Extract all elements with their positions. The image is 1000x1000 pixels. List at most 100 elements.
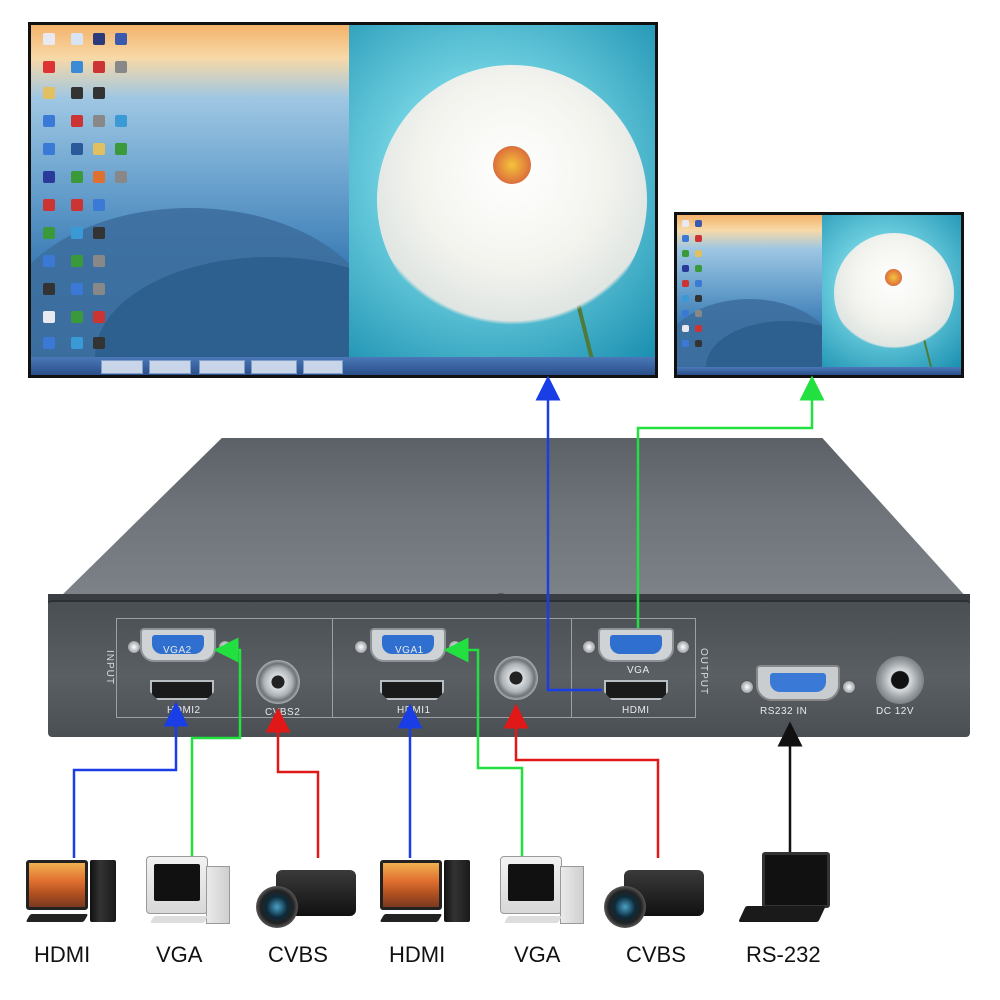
desktop-icon: [43, 283, 55, 295]
desktop-icon: [115, 171, 127, 183]
source-label-cvbs-2: CVBS: [626, 942, 686, 967]
desktop-icon: [93, 283, 105, 295]
camera-lens-icon: [604, 886, 646, 928]
device-chassis-top: [58, 438, 968, 599]
desktop-icon: [71, 115, 83, 127]
keyboard-icon: [379, 914, 443, 922]
desktop-icon: [71, 61, 83, 73]
desktop-icon: [682, 310, 689, 317]
hdmi2-port[interactable]: [150, 680, 214, 700]
desktop-icon: [682, 265, 689, 272]
crt-monitor-icon: [146, 856, 208, 914]
vga1-label: VGA1: [395, 645, 424, 656]
flower-picture: [821, 215, 961, 367]
desktop-icon: [93, 87, 105, 99]
output-vga-wire: [636, 375, 825, 628]
desktop-icon: [682, 235, 689, 242]
desktop-icon: [71, 311, 83, 323]
pc-monitor-icon: [380, 860, 442, 910]
desktop-icon: [93, 115, 105, 127]
output-hdmi-port[interactable]: [604, 680, 668, 700]
desktop-icon: [71, 227, 83, 239]
source-label-hdmi-1: HDMI: [34, 942, 91, 967]
pc-tower-icon: [206, 866, 230, 924]
desktop-icon: [695, 235, 702, 242]
input1-section: [332, 618, 572, 718]
desktop-icon: [115, 115, 127, 127]
pc-tower-icon: [444, 860, 470, 922]
desktop-icon: [71, 255, 83, 267]
dc-label: DC 12V: [876, 706, 915, 717]
flower-picture: [349, 25, 655, 357]
rs232-label: RS232 IN: [760, 706, 808, 717]
desktop-icon: [115, 61, 127, 73]
input-label: INPUT: [104, 650, 115, 685]
desktop-icon: [695, 250, 702, 257]
hdmi-computer-source-2: [368, 854, 478, 934]
desktop-icon: [115, 33, 127, 45]
desktop-icon: [93, 61, 105, 73]
flower-image: [377, 65, 648, 335]
desktop-icon: [71, 143, 83, 155]
laptop-keyboard-icon: [738, 906, 826, 922]
flower-image: [833, 233, 954, 353]
desktop-icon: [695, 310, 702, 317]
vga2-port[interactable]: [140, 628, 216, 662]
cvbs1-bnc-port[interactable]: [494, 656, 538, 700]
vga1-port[interactable]: [370, 628, 446, 662]
desktop-icon: [93, 143, 105, 155]
input2-section: [116, 618, 332, 718]
desktop-icon: [43, 143, 55, 155]
desktop-icon: [71, 87, 83, 99]
pc-monitor-icon: [26, 860, 88, 910]
cvbs2-bnc-port[interactable]: [256, 660, 300, 704]
out-vga-screw-right: [676, 640, 690, 654]
vga-computer-source-2: [494, 852, 604, 932]
desktop-icon: [93, 255, 105, 267]
cvbs-camcorder-source-2: [602, 860, 712, 932]
vga2-label: VGA2: [163, 645, 192, 656]
pc-tower-icon: [560, 866, 584, 924]
output-vga-port[interactable]: [598, 628, 674, 662]
pc-tower-icon: [90, 860, 116, 922]
rs232-laptop-source: [728, 846, 848, 932]
large-display: [28, 22, 658, 378]
vga-source2-wire: [443, 637, 524, 858]
rs232-port[interactable]: [756, 665, 840, 701]
desktop-icon: [93, 311, 105, 323]
desktop-icon: [93, 199, 105, 211]
vga-source1-wire: [190, 637, 242, 858]
desktop-icon: [43, 171, 55, 183]
cvbs-camcorder-source-1: [254, 860, 364, 932]
cvbs-source1-wire: [265, 707, 320, 858]
keyboard-icon: [149, 916, 209, 923]
desktop-wallpaper: [677, 215, 822, 367]
source-label-vga-2: VGA: [514, 942, 561, 967]
desktop-icon: [682, 220, 689, 227]
desktop-icon: [695, 295, 702, 302]
desktop-icon: [43, 115, 55, 127]
desktop-icon: [71, 171, 83, 183]
desktop-icon: [43, 337, 55, 349]
source-label-rs232: RS-232: [746, 942, 821, 967]
desktop-icon: [695, 220, 702, 227]
desktop-icon: [93, 33, 105, 45]
desktop-icon: [43, 61, 55, 73]
desktop-icon: [71, 283, 83, 295]
hdmi1-port[interactable]: [380, 680, 444, 700]
output-section: [572, 618, 696, 718]
desktop-icon: [93, 227, 105, 239]
keyboard-icon: [25, 914, 89, 922]
desktop-icon: [43, 33, 55, 45]
dc-power-jack[interactable]: [876, 656, 924, 704]
desktop-icon: [43, 87, 55, 99]
vga-computer-source-1: [140, 852, 250, 932]
hdmi-source1-wire: [72, 701, 189, 858]
rs232-screw-right: [842, 680, 856, 694]
camera-lens-icon: [256, 886, 298, 928]
desktop-icon: [93, 171, 105, 183]
desktop-icon: [43, 255, 55, 267]
hdmi-computer-source-1: [14, 854, 124, 934]
source-label-hdmi-2: HDMI: [389, 942, 446, 967]
